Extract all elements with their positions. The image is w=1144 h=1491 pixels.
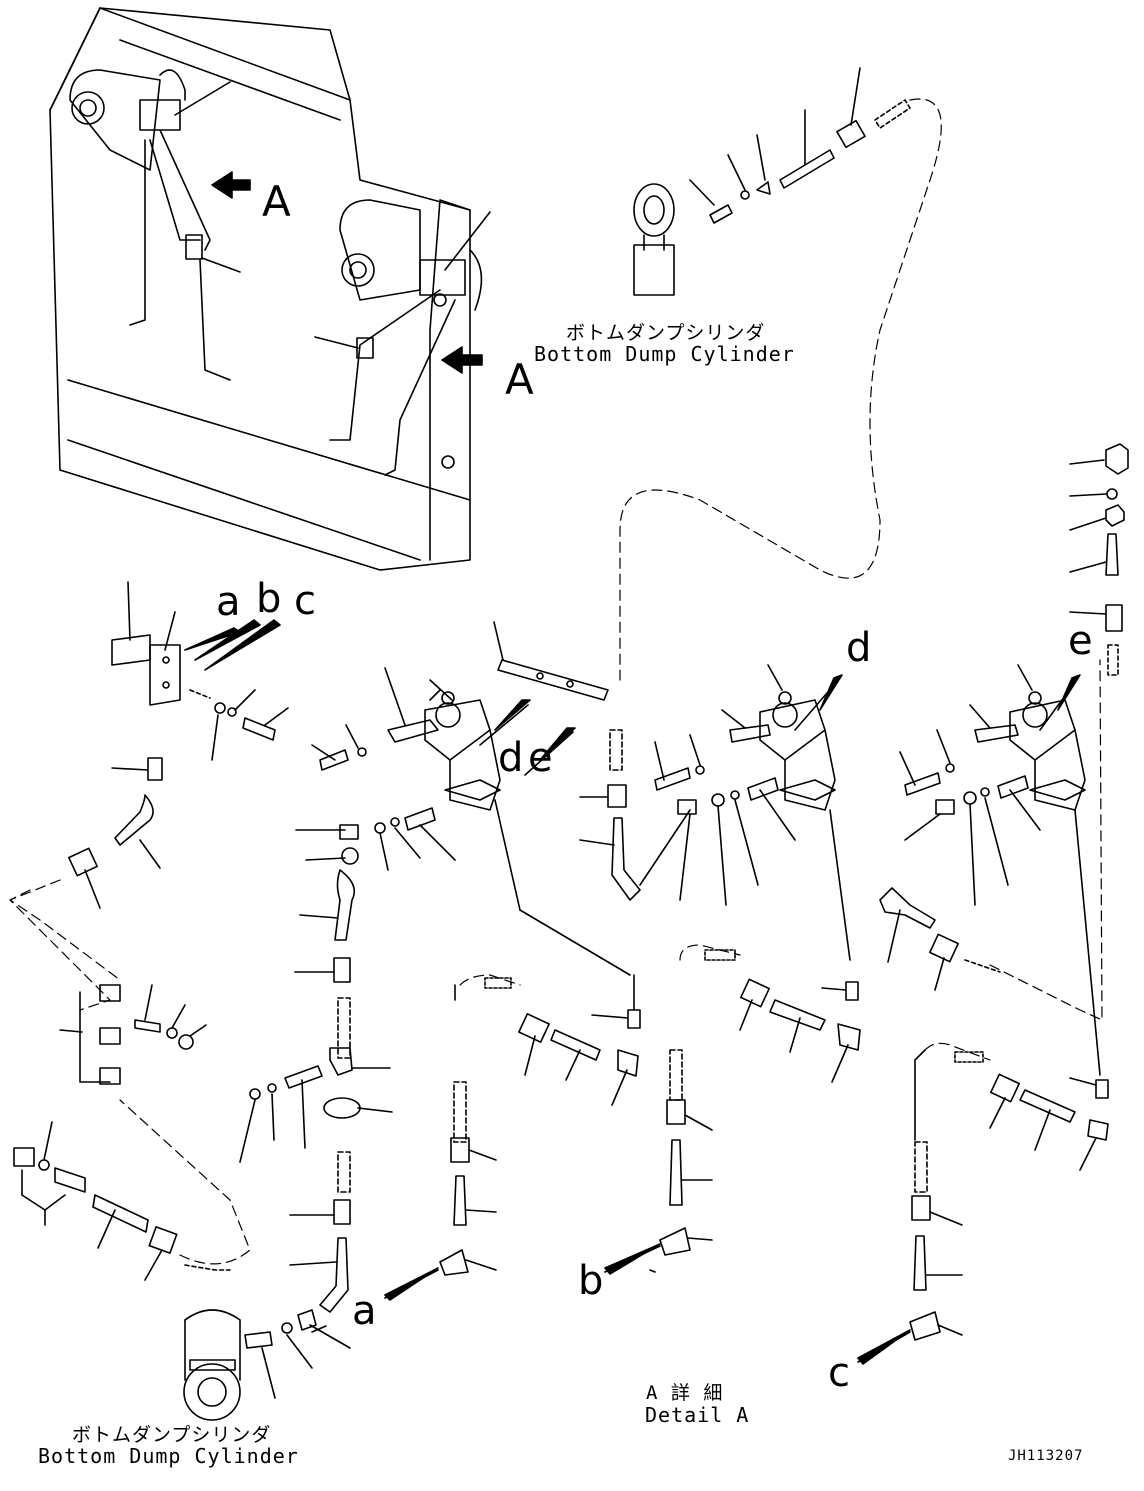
- view-marker-a-1: A: [262, 177, 291, 226]
- bottom-cylinder-caption-en: Bottom Dump Cylinder: [38, 1444, 299, 1468]
- bottom-cylinder-assembly: [183, 1309, 351, 1421]
- valve-block-left: [311, 621, 631, 976]
- middle-lower-lines: [384, 974, 641, 1301]
- valve-block-mid: [579, 664, 861, 1275]
- frame-chassis: [49, 7, 491, 571]
- connection-label-d-left: d: [498, 735, 524, 781]
- center-column: [239, 829, 393, 1333]
- annotation-arrows: [649, 1269, 656, 1273]
- connection-label-e-left: e: [528, 735, 553, 781]
- connection-label-d-mid: d: [846, 625, 872, 671]
- connection-label-c-top: c: [294, 578, 316, 624]
- connection-label-a-bottom: a: [352, 1288, 377, 1334]
- valve-block-right: [857, 443, 1129, 1365]
- connection-label-b-top: b: [256, 576, 282, 622]
- detail-caption-en: Detail A: [645, 1403, 750, 1427]
- left-bracket-group: [9, 581, 289, 1281]
- connection-label-e-right: e: [1068, 618, 1093, 664]
- connection-label-a-top: a: [216, 579, 241, 625]
- top-cylinder-caption-jp: ボトムダンプシリンダ: [566, 322, 766, 344]
- detail-caption-jp: A 詳 細: [646, 1382, 724, 1404]
- drawing-code: JH113207: [1008, 1448, 1084, 1464]
- bottom-cylinder-caption-jp: ボトムダンプシリンダ: [72, 1424, 272, 1446]
- connection-label-c-bottom: c: [828, 1350, 850, 1396]
- top-cylinder-assembly: [619, 67, 942, 681]
- view-marker-a-2: A: [505, 355, 534, 404]
- connection-label-b-bottom: b: [578, 1258, 604, 1304]
- top-cylinder-caption-en: Bottom Dump Cylinder: [534, 342, 795, 366]
